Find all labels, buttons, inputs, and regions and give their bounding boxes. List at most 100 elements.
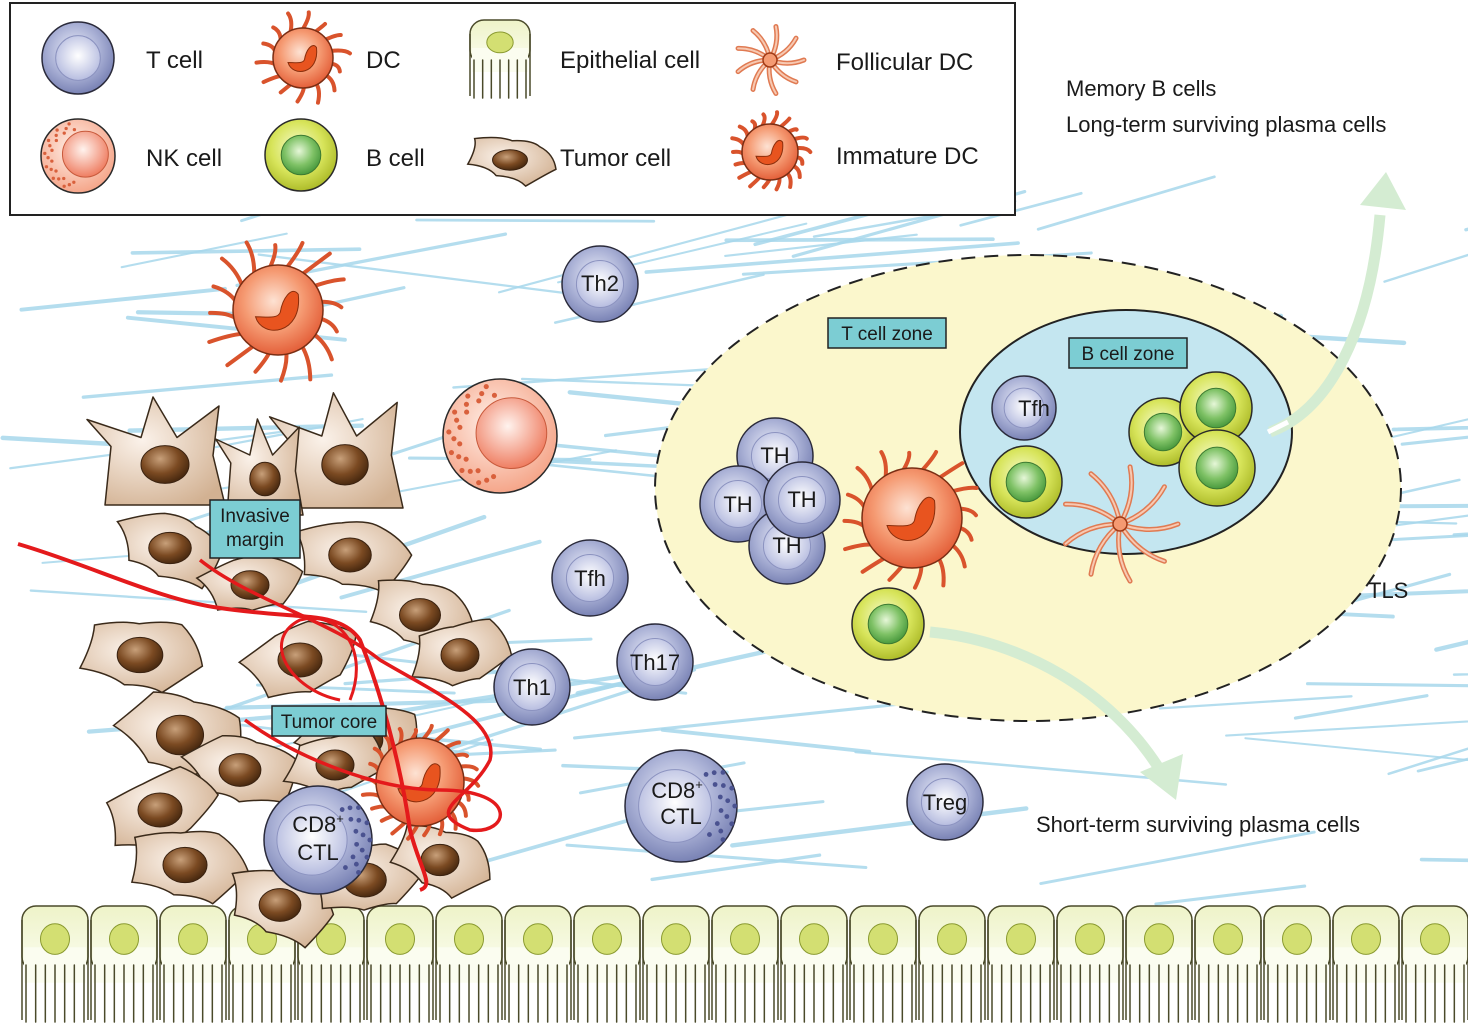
dc-dendrite <box>936 461 965 481</box>
tumor-cell <box>295 521 413 594</box>
nk-granule <box>484 477 490 483</box>
arrow-head-short-term <box>1140 754 1183 800</box>
tumor-cell <box>116 512 223 590</box>
dc-dendrite <box>299 343 313 382</box>
epithelial-cell <box>366 905 434 1023</box>
tumor-nucleus <box>492 149 528 171</box>
epithelial-cell <box>918 905 986 1023</box>
fiber <box>1387 747 1468 776</box>
nk-granule <box>62 176 66 181</box>
t-cell-nucleus <box>630 637 680 687</box>
invasive-margin-line <box>17 542 429 892</box>
epithelial-nucleus <box>486 31 514 54</box>
dc-dendrite <box>244 240 257 277</box>
fiber <box>1039 830 1316 885</box>
treg-label: Treg <box>923 790 967 815</box>
legend-nk-cell-icon <box>40 118 116 194</box>
legend-tumor-cell-icon <box>466 136 557 188</box>
fiber <box>724 237 995 243</box>
fiber <box>730 806 1029 848</box>
tumor-nucleus <box>328 537 372 573</box>
tumor-cell <box>410 618 513 687</box>
tumor-nucleus <box>137 792 183 828</box>
epithelial-nucleus <box>453 923 485 955</box>
legend-tumor-cell: Tumor cell <box>560 145 671 172</box>
th1-cell <box>493 648 571 726</box>
tumor-nucleus <box>230 570 270 600</box>
dc-body <box>272 27 334 89</box>
epithelial-sides <box>366 920 434 1020</box>
dc-dendrite <box>318 316 339 334</box>
ctl-granule <box>707 832 712 837</box>
nk-granule <box>452 409 458 415</box>
b-cell-nucleus <box>867 603 909 645</box>
nk-granule <box>464 409 470 415</box>
nk-granule <box>62 131 66 135</box>
epithelial-nucleus <box>522 923 554 955</box>
nk-granule <box>64 126 68 131</box>
ctl-granule <box>720 837 726 842</box>
epithelial-sides <box>1056 920 1124 1020</box>
dc-dendrite <box>279 350 289 383</box>
epithelial-sides <box>1263 920 1331 1020</box>
tumor-core-box <box>271 705 387 737</box>
nk-granule <box>465 393 471 399</box>
epithelial-sides <box>90 920 158 1020</box>
dc-body <box>375 737 465 827</box>
nk-granule <box>457 441 463 447</box>
b-cell-nucleus <box>1005 461 1047 503</box>
arrow-head-memory <box>1360 172 1406 210</box>
epithelial-nucleus <box>591 923 623 955</box>
epithelial-cell <box>1401 905 1468 1023</box>
legend-immature-dc-icon <box>730 110 813 192</box>
ctl-granule <box>348 816 354 822</box>
tfh-cell <box>551 539 629 617</box>
th-cell-3 <box>763 461 841 539</box>
ctl-granule <box>353 828 359 834</box>
legend-epithelial: Epithelial cell <box>560 47 700 74</box>
fiber <box>573 702 898 740</box>
epithelial-cell <box>90 905 158 1023</box>
fiber <box>1158 695 1353 710</box>
cd8-text-1: CD8 <box>651 778 695 803</box>
invasive-margin-text-1: Invasive <box>220 506 290 527</box>
cd8-label-1: CD8+ <box>651 777 703 803</box>
fiber <box>1305 682 1468 688</box>
epithelial-cell <box>1263 905 1331 1023</box>
fiber <box>1419 857 1468 863</box>
tumor-nucleus <box>140 445 190 484</box>
nk-granule <box>46 156 50 160</box>
tumor-nucleus <box>162 846 208 884</box>
epithelial-sides <box>711 920 779 1020</box>
nk-granule <box>475 468 481 474</box>
tumor-spiky-cell <box>214 418 304 516</box>
ctl-granule <box>356 869 361 875</box>
b-cell-zone-3 <box>1179 371 1253 445</box>
nk-granule <box>476 480 482 486</box>
legend-dc-icon <box>254 10 352 105</box>
ctl-nucleus <box>638 769 712 843</box>
epithelial-cell <box>435 905 503 1023</box>
dc-dendrite <box>225 343 256 368</box>
t-cell-nucleus <box>575 259 625 309</box>
th17-label: Th17 <box>630 650 680 675</box>
dc-nucleus <box>886 496 936 541</box>
nk-granule <box>43 151 47 156</box>
fiber <box>660 727 872 754</box>
dc-body <box>741 123 799 181</box>
epithelial-cell <box>1332 905 1400 1023</box>
nk-granule <box>451 436 457 442</box>
nk-granule <box>463 401 469 407</box>
fiber <box>1036 175 1216 231</box>
th-label-4: TH <box>772 533 801 558</box>
ctl-granule <box>354 841 360 847</box>
b-cell-nucleus <box>1143 412 1183 452</box>
th-label-2: TH <box>723 492 752 517</box>
epithelial-nucleus <box>1281 923 1313 955</box>
nk-granule <box>72 180 76 184</box>
ctl-granule <box>353 861 359 867</box>
nk-granule <box>55 128 59 132</box>
epithelial-sides <box>504 920 572 1020</box>
cd8-sup-1: + <box>695 777 703 792</box>
ctl-granule <box>359 847 365 853</box>
